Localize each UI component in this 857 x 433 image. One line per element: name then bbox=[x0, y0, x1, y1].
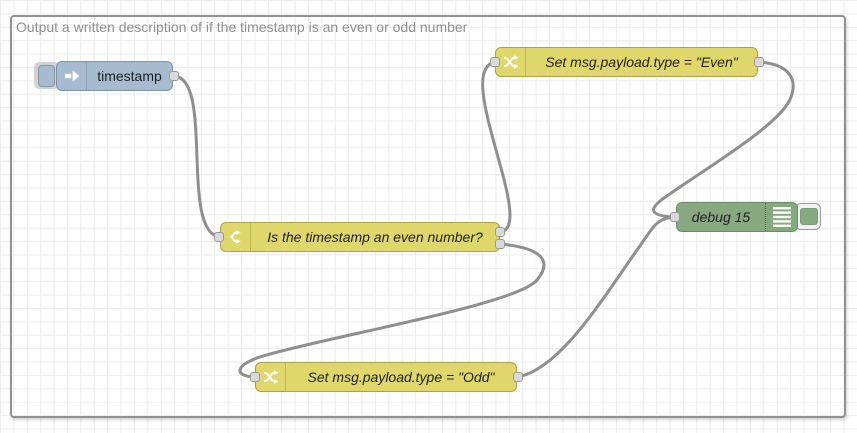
node-change-set-odd[interactable]: Set msg.payload.type = "Odd" bbox=[255, 362, 517, 392]
icon-region bbox=[765, 203, 797, 231]
wire-change-even-to-debug[interactable] bbox=[652, 60, 795, 219]
fork-icon bbox=[229, 230, 241, 244]
debug-toggle-button-inner bbox=[799, 208, 818, 225]
port-output-change-odd[interactable] bbox=[513, 372, 523, 382]
node-inject-timestamp[interactable]: timestamp bbox=[56, 61, 173, 91]
inject-button-inner bbox=[38, 65, 55, 87]
port-output1-switch[interactable] bbox=[495, 227, 505, 237]
node-label: Is the timestamp an even number? bbox=[267, 229, 483, 245]
port-input-switch[interactable] bbox=[214, 232, 224, 242]
port-output2-switch[interactable] bbox=[495, 239, 505, 249]
node-label: Set msg.payload.type = "Odd" bbox=[307, 369, 495, 385]
port-output-change-even[interactable] bbox=[754, 57, 764, 67]
shuffle-icon bbox=[503, 55, 519, 69]
group-label: Output a written description of if the t… bbox=[16, 19, 468, 35]
debug-toggle-button[interactable] bbox=[795, 203, 821, 230]
node-change-set-even[interactable]: Set msg.payload.type = "Even" bbox=[495, 47, 758, 77]
wire-change-odd-to-debug[interactable] bbox=[516, 215, 677, 379]
port-output-timestamp[interactable] bbox=[169, 71, 179, 81]
port-input-change-even[interactable] bbox=[490, 57, 500, 67]
port-input-change-odd[interactable] bbox=[250, 372, 260, 382]
icon-region bbox=[256, 363, 286, 391]
node-debug-15[interactable]: debug 15 bbox=[676, 202, 798, 232]
icon-region bbox=[57, 62, 87, 90]
group-border[interactable]: Output a written description of if the t… bbox=[10, 15, 846, 418]
wire-switch-to-change-even[interactable] bbox=[481, 60, 512, 234]
node-label: Set msg.payload.type = "Even" bbox=[545, 54, 738, 70]
node-switch-even-check[interactable]: Is the timestamp an even number? bbox=[220, 222, 500, 252]
list-lines-icon bbox=[772, 207, 791, 227]
port-input-debug[interactable] bbox=[670, 212, 680, 222]
wire-switch-to-change-odd[interactable] bbox=[238, 242, 546, 379]
node-label: debug 15 bbox=[691, 209, 751, 225]
shuffle-icon bbox=[263, 370, 279, 384]
arrow-right-icon bbox=[64, 70, 79, 82]
icon-region bbox=[496, 48, 526, 76]
icon-region bbox=[221, 223, 251, 251]
inject-button[interactable] bbox=[34, 62, 59, 89]
node-label: timestamp bbox=[97, 68, 162, 84]
wire-timestamp-to-switch[interactable] bbox=[172, 74, 221, 239]
